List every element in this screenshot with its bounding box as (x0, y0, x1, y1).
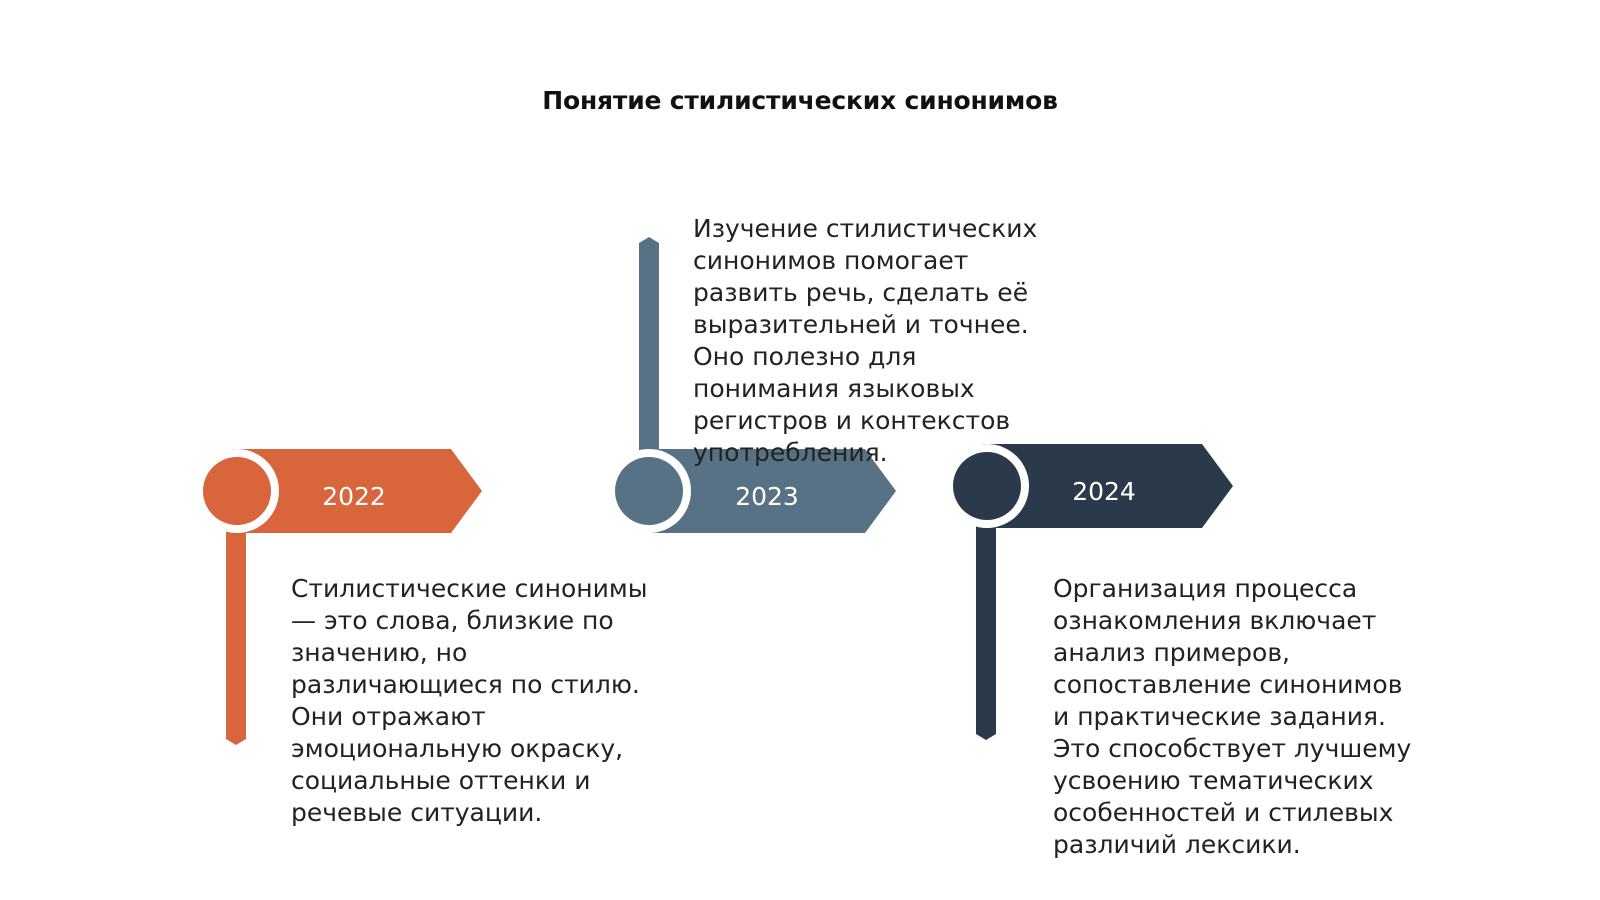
milestone-stem-2023 (639, 237, 659, 457)
milestone-stem-2024 (976, 515, 996, 740)
milestone-node-2023 (615, 457, 683, 525)
milestone-text-2023: Изучение стилистических синонимов помога… (693, 214, 1038, 467)
slide-title: Понятие стилистических синонимов (542, 86, 1058, 115)
milestone-text-2022: Стилистические синонимы — это слова, бли… (291, 574, 648, 827)
milestone-stem-2022 (226, 520, 246, 745)
milestone-node-2022 (203, 457, 271, 525)
milestone-year-2022: 2022 (322, 482, 386, 511)
milestone-year-2023: 2023 (735, 482, 799, 511)
milestone-year-2024: 2024 (1072, 477, 1136, 506)
milestone-node-2024 (953, 452, 1021, 520)
milestone-text-2024: Организация процесса ознакомления включа… (1053, 574, 1412, 859)
